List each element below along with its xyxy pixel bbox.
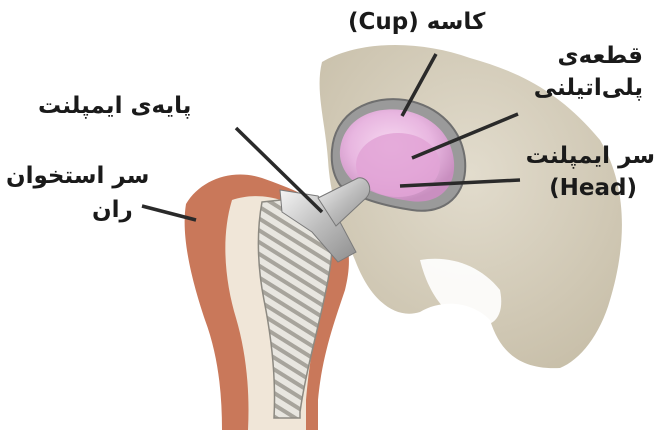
label-liner-line1: قطعه‌ی <box>558 42 643 71</box>
label-cup: کاسه (Cup) <box>348 8 485 37</box>
label-femur-line1: سر استخوان <box>6 162 149 191</box>
label-head-line2: (Head) <box>549 174 637 203</box>
label-liner-line2: پلی‌اتیلنی <box>534 74 643 103</box>
label-femur-line2: ران <box>92 196 133 225</box>
label-stem: پایه‌ی ایمپلنت <box>38 92 191 121</box>
label-head-line1: سر ایمپلنت <box>526 142 655 171</box>
